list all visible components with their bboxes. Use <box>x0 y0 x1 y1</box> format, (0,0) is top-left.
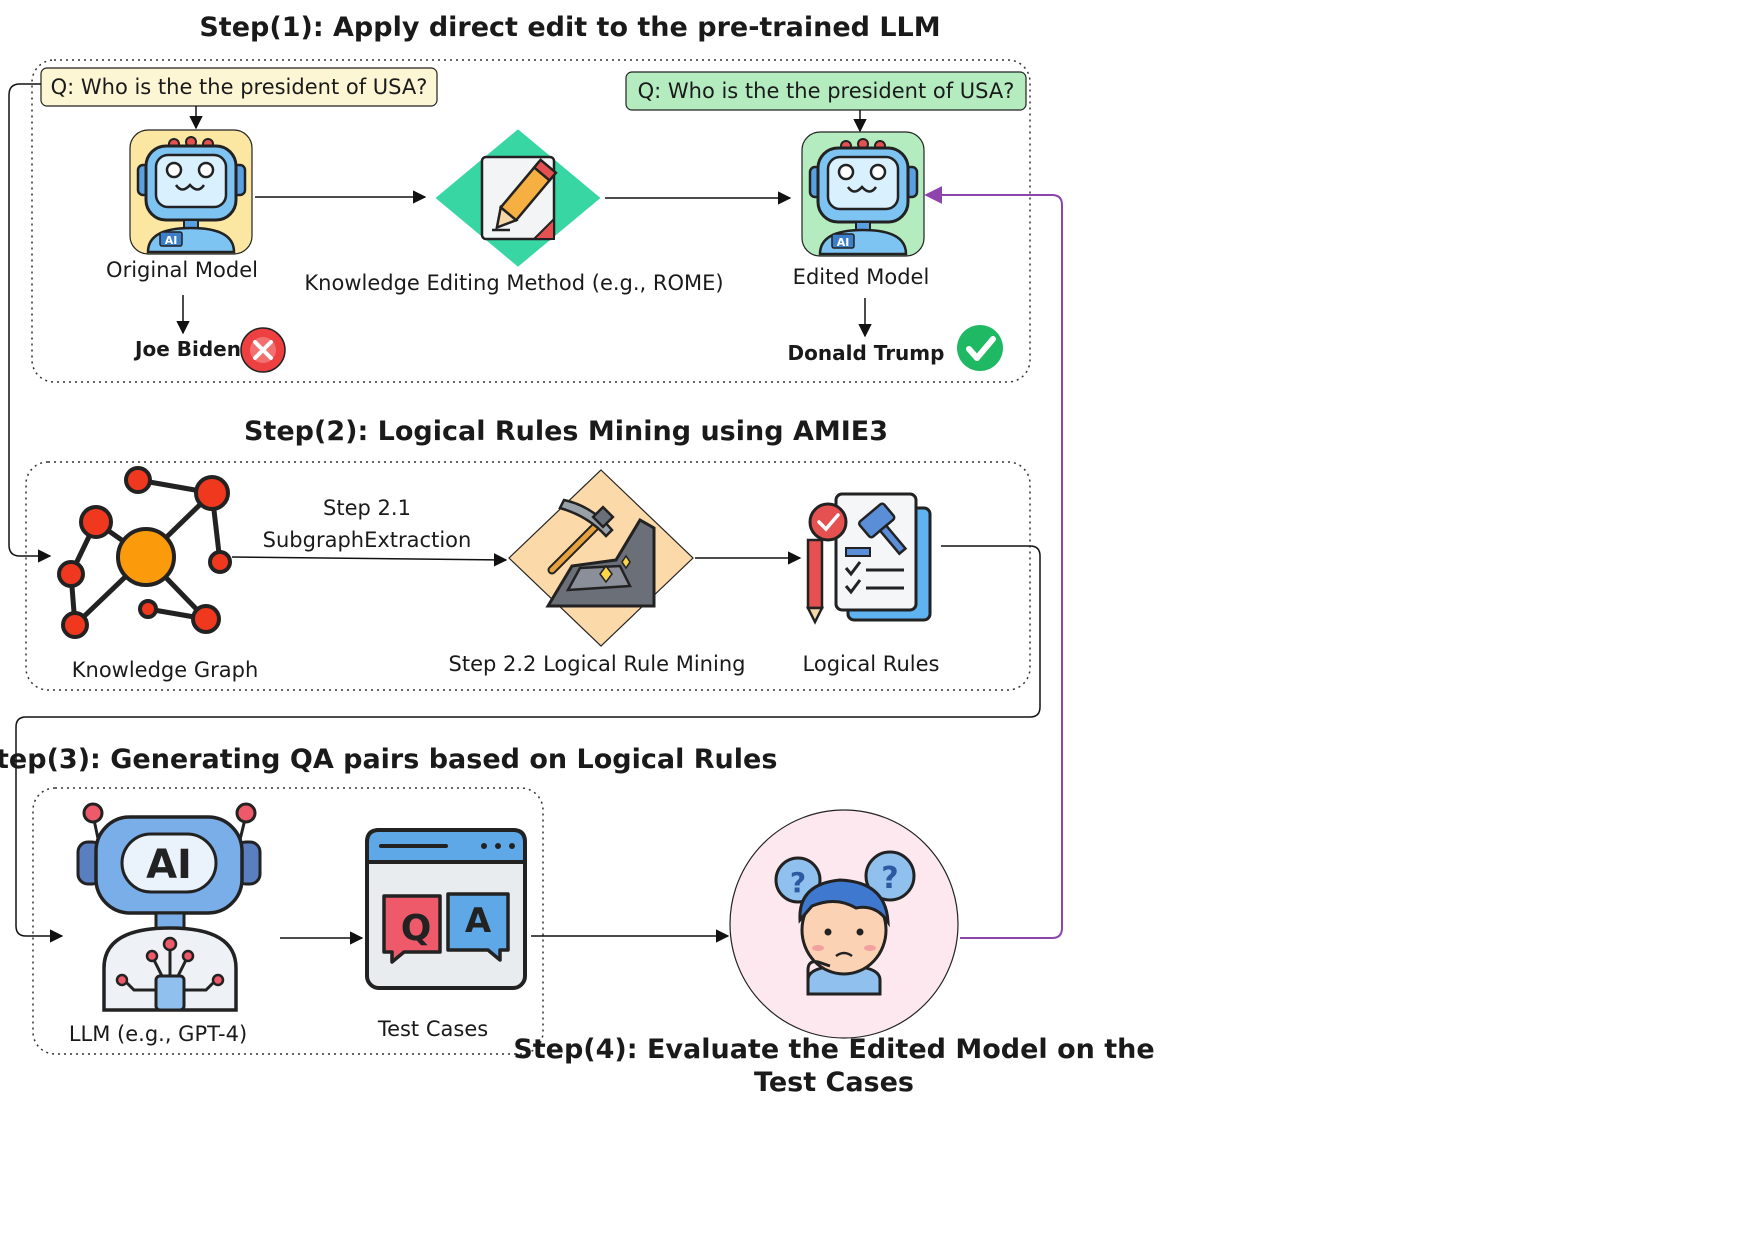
edited-robot-badge: AI <box>837 236 850 249</box>
logical-rules-document-icon <box>805 492 932 625</box>
mining-label: Step 2.2 Logical Rule Mining <box>449 652 746 676</box>
original-model-label: Original Model <box>106 258 258 282</box>
pipeline-diagram: Step(1): Apply direct edit to the pre-tr… <box>0 12 1155 1098</box>
step2-container <box>25 461 1031 691</box>
step4-title-line1: Step(4): Evaluate the Edited Model on th… <box>513 1034 1154 1065</box>
question-box-original: Q: Who is the the president of USA? <box>40 67 438 107</box>
arrow-rules-to-llm <box>15 545 1041 943</box>
qa-q-letter: Q <box>401 908 432 949</box>
step21-line1: Step 2.1 <box>323 496 411 520</box>
step1-title: Step(1): Apply direct edit to the pre-tr… <box>199 12 940 43</box>
llm-robot-icon: AI <box>76 802 262 1012</box>
knowledge-graph-icon <box>57 466 232 639</box>
arrow-kg-to-mining <box>231 553 508 567</box>
edited-model-robot-icon: AI <box>801 131 925 257</box>
step3-container <box>32 787 544 1055</box>
knowledge-editing-pencil-icon <box>432 126 604 270</box>
step1-container <box>31 59 1031 383</box>
question-edited-text: Q: Who is the the president of USA? <box>638 79 1015 103</box>
kg-label: Knowledge Graph <box>72 658 259 682</box>
llm-robot-badge: AI <box>146 842 192 888</box>
step2-title: Step(2): Logical Rules Mining using AMIE… <box>244 416 888 447</box>
step4-title-line2: Test Cases <box>754 1067 914 1098</box>
original-answer: Joe Biden <box>133 337 241 361</box>
step21-line2: SubgraphExtraction <box>263 528 472 552</box>
arrow-evaluation-to-edited-model <box>924 186 1063 939</box>
wrong-cross-icon <box>240 327 286 373</box>
llm-label: LLM (e.g., GPT-4) <box>69 1022 247 1046</box>
evaluation-thinking-person-icon: ? ? <box>729 809 959 1039</box>
svg-text:?: ? <box>881 861 898 896</box>
svg-text:?: ? <box>790 866 806 899</box>
original-robot-badge: AI <box>165 234 178 247</box>
test-cases-label: Test Cases <box>377 1017 488 1041</box>
editing-method-label: Knowledge Editing Method (e.g., ROME) <box>304 271 723 295</box>
qa-a-letter: A <box>465 901 492 941</box>
edited-answer: Donald Trump <box>788 341 945 365</box>
correct-check-icon <box>957 325 1003 371</box>
qa-test-cases-icon: Q A <box>365 828 527 990</box>
step3-title: Step(3): Generating QA pairs based on Lo… <box>0 744 777 775</box>
arrow-question-to-kg <box>8 83 52 563</box>
question-box-edited: Q: Who is the the president of USA? <box>625 71 1027 111</box>
original-model-robot-icon: AI <box>129 129 253 255</box>
pickaxe-mining-icon <box>508 469 694 647</box>
edited-model-label: Edited Model <box>793 265 930 289</box>
rules-label: Logical Rules <box>803 652 940 676</box>
question-original-text: Q: Who is the the president of USA? <box>51 75 428 99</box>
